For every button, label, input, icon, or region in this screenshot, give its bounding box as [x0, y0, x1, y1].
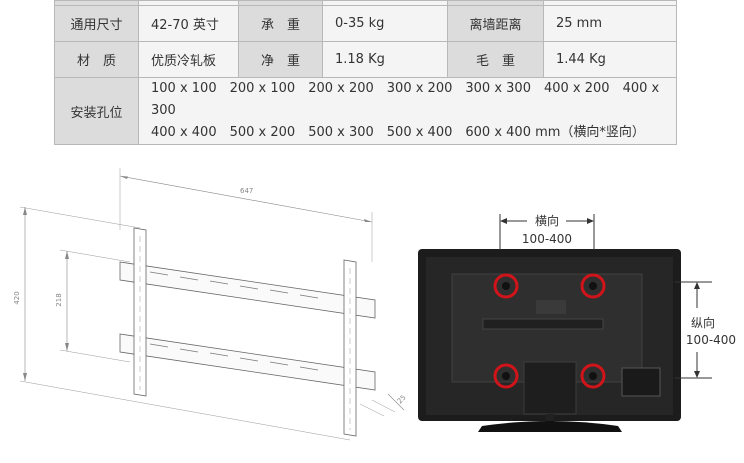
vertical-indicator — [675, 281, 712, 379]
vertical-range: 100-400 — [686, 333, 736, 347]
spec-value-material: 优质冷轧板 — [138, 41, 239, 78]
horizontal-range: 100-400 — [522, 232, 572, 246]
bracket-drawing — [19, 168, 405, 441]
spec-label-load: 承 重 — [238, 5, 323, 42]
vesa-hole-marker — [580, 363, 606, 389]
table-row: 通用尺寸 42-70 英寸 承 重 0-35 kg 离墙距离 25 mm — [54, 5, 677, 42]
hole-size: 500 x 200 — [229, 125, 296, 140]
spec-label-size: 通用尺寸 — [54, 5, 139, 42]
hole-size: 400 x 200 — [543, 81, 610, 96]
spec-value-holes: 100 x 100 200 x 100 200 x 200 300 x 200 … — [138, 77, 677, 145]
hole-size: 300 x 200 — [386, 81, 453, 96]
spec-value-size: 42-70 英寸 — [138, 5, 239, 42]
hole-size: 400 x 400 — [151, 125, 217, 140]
hole-size: 600 x 400 mm（横向*竖向） — [465, 125, 645, 140]
spec-value-gross-weight: 1.44 Kg — [543, 41, 677, 78]
horizontal-label: 横向 — [535, 213, 559, 228]
hole-size: 200 x 200 — [308, 81, 374, 96]
spec-table: 通用尺寸 42-70 英寸 承 重 0-35 kg 离墙距离 25 mm 材 质… — [54, 0, 677, 145]
vesa-hole-marker — [493, 273, 519, 299]
spec-label-net-weight: 净 重 — [238, 41, 323, 78]
dim-width-label: 647 — [240, 187, 253, 195]
spec-value-load: 0-35 kg — [322, 5, 448, 42]
spec-label-holes: 安装孔位 — [54, 77, 139, 145]
dim-depth-label: 25 — [396, 393, 408, 405]
dim-height-label: 420 — [13, 291, 21, 304]
hole-size: 100 x 100 — [151, 81, 217, 96]
table-row: 材 质 优质冷轧板 净 重 1.18 Kg 毛 重 1.44 Kg — [54, 41, 677, 78]
table-row: 安装孔位 100 x 100 200 x 100 200 x 200 300 x… — [54, 77, 677, 145]
spec-value-net-weight: 1.18 Kg — [322, 41, 448, 78]
spec-value-wall-distance: 25 mm — [543, 5, 677, 42]
hole-size: 300 x 300 — [465, 81, 531, 96]
spec-label-gross-weight: 毛 重 — [447, 41, 544, 78]
hole-size: 500 x 300 — [308, 125, 374, 140]
hole-size: 200 x 100 — [229, 81, 296, 96]
vertical-label: 纵向 — [691, 315, 715, 330]
hole-size: 500 x 400 — [386, 125, 453, 140]
vesa-hole-marker — [580, 273, 606, 299]
vesa-hole-markers — [493, 273, 606, 389]
spec-label-wall-distance: 离墙距离 — [447, 5, 544, 42]
dim-inner-label: 218 — [55, 293, 63, 306]
hole-size: 400 x 300 — [151, 81, 660, 118]
spec-label-material: 材 质 — [54, 41, 139, 78]
product-figure: 647 420 218 25 横向 100-400 — [13, 168, 736, 441]
holes-line-1: 100 x 100 200 x 100 200 x 200 300 x 200 … — [151, 78, 676, 122]
vesa-hole-marker — [493, 363, 519, 389]
horizontal-indicator — [499, 214, 595, 250]
holes-line-2: 400 x 400 500 x 200 500 x 300 500 x 400 … — [151, 122, 676, 144]
tv-back-image — [418, 249, 681, 432]
